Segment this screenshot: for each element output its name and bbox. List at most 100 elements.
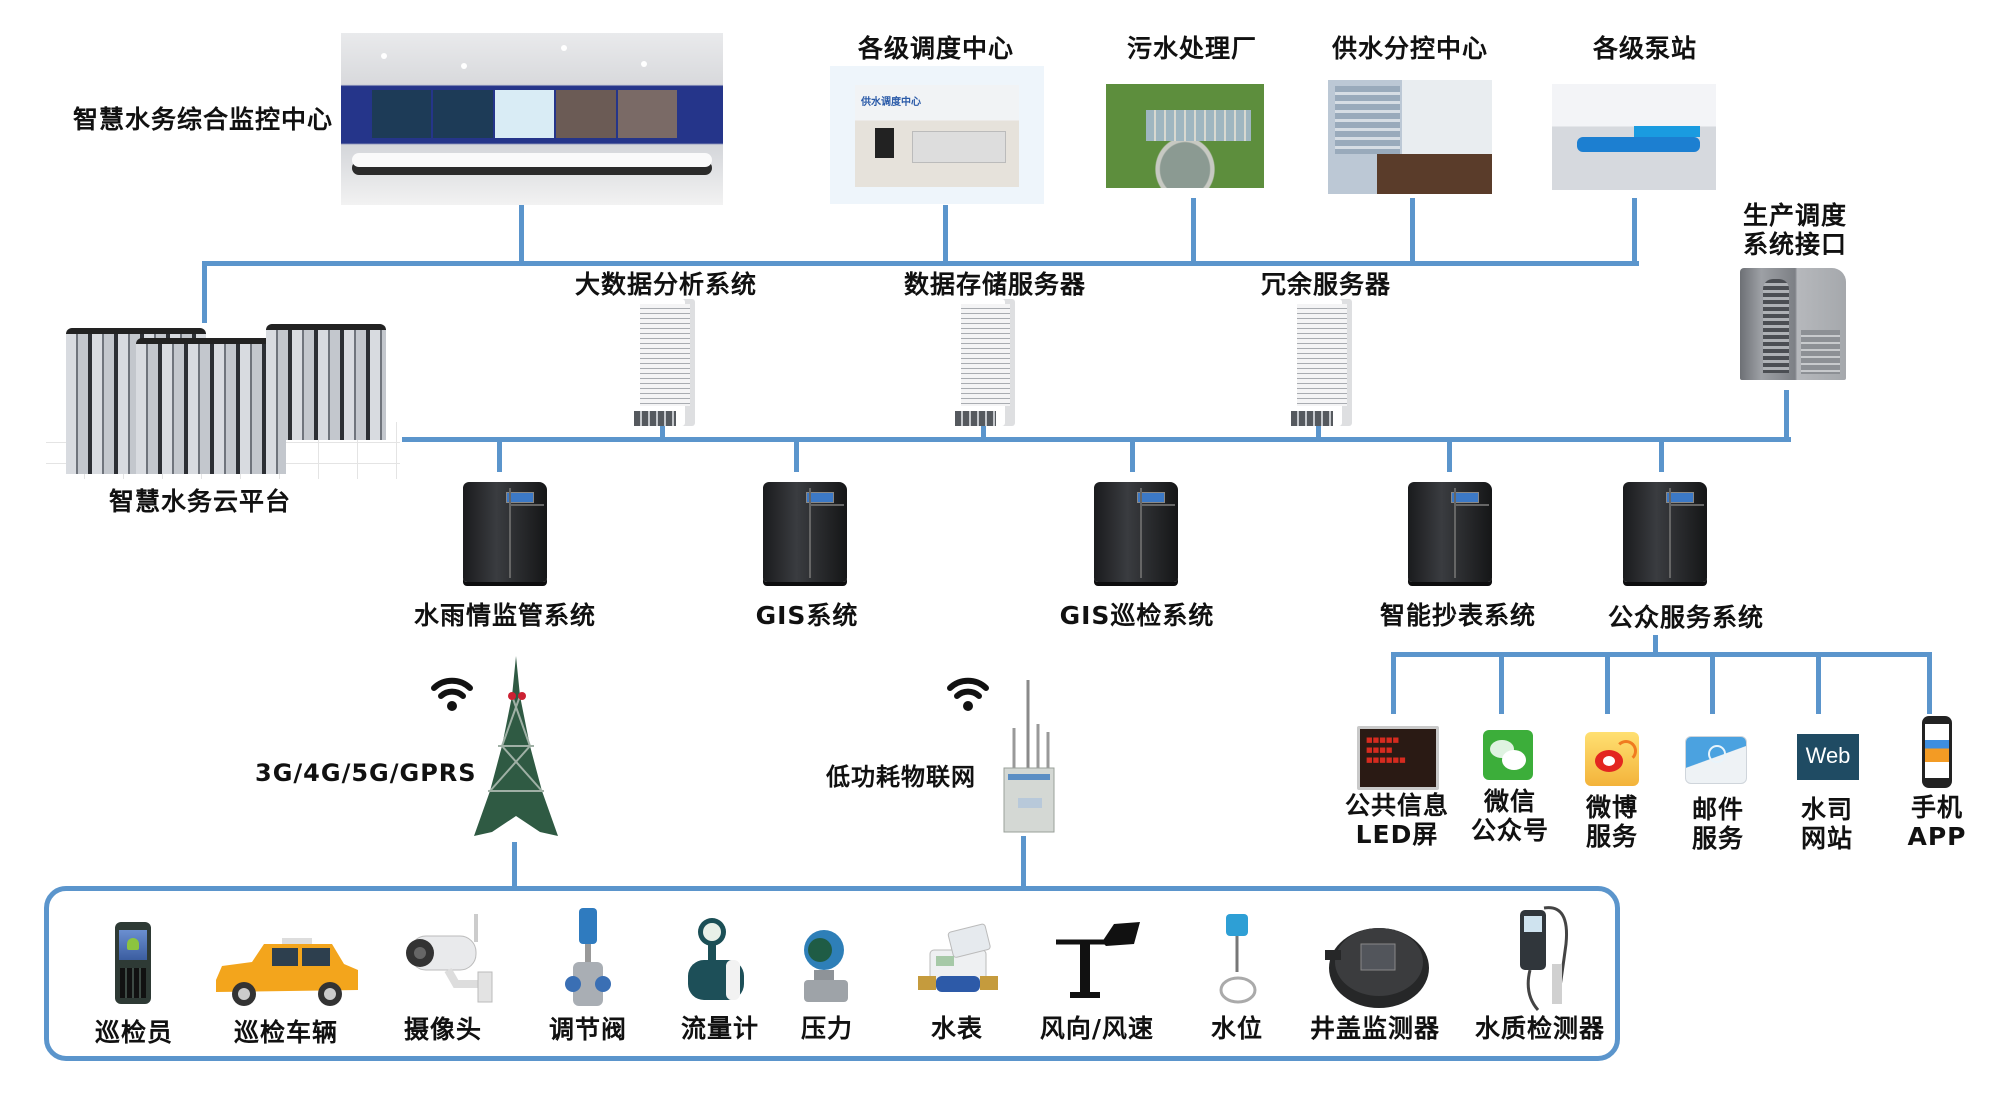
cloud-platform-label: 智慧水务云平台 [108, 487, 292, 516]
patrol-vehicle-icon [216, 938, 358, 1006]
camera-icon [406, 914, 493, 1003]
subsystem-label-meter-reading: 智能抄表系统 [1379, 601, 1537, 630]
wifi-icon [947, 677, 989, 711]
bigdata-link-line [660, 426, 665, 439]
monitoring-drop-line [519, 205, 524, 263]
public-drop-email [1710, 652, 1715, 714]
production-interface-label: 生产调度 系统接口 [1743, 201, 1847, 260]
hydro-rain-server-icon [463, 482, 547, 582]
subsystem-drop-4 [1447, 440, 1452, 472]
cellular-to-field-line [512, 842, 517, 890]
cloud-platform-cluster-image [46, 322, 400, 479]
wind-vane-icon [1056, 922, 1140, 998]
wechat-line2: 公众号 [1470, 815, 1550, 845]
meter-reading-server-icon [1408, 482, 1492, 582]
field-device-label: 调节阀 [548, 1015, 628, 1044]
public-service-server-icon [1623, 482, 1707, 582]
manhole-monitor-icon [1325, 928, 1429, 1008]
weibo-icon [1585, 732, 1639, 786]
email-line2: 服务 [1691, 823, 1745, 853]
public-branch-bus [1391, 652, 1932, 657]
core-server-label-bigdata: 大数据分析系统 [574, 270, 758, 299]
email-icon [1685, 736, 1747, 784]
field-device-label: 摄像头 [403, 1015, 483, 1044]
cellular-network-label: 3G/4G/5G/GPRS [255, 759, 477, 787]
site-label-subcontrol: 供水分控中心 [1331, 34, 1489, 63]
subsystem-drop-2 [794, 440, 799, 472]
field-device-label: 流量计 [680, 1014, 760, 1043]
monitoring-center-photo [341, 33, 723, 205]
weibo-line2: 服务 [1585, 821, 1639, 851]
bigdata-server-icon [630, 299, 695, 427]
field-device-label: 水位 [1210, 1014, 1264, 1043]
cell-tower-icon [474, 656, 558, 836]
sewage-plant-photo [1106, 84, 1264, 188]
core-server-label-storage: 数据存储服务器 [903, 270, 1087, 299]
public-service-label-web: 水司网站 [1800, 795, 1854, 854]
public-drop-led [1391, 652, 1396, 714]
site-label-dispatch: 各级调度中心 [857, 34, 1015, 63]
water-meter-icon [918, 923, 998, 992]
subsystem-label-gis: GIS系统 [755, 601, 859, 630]
gis-server-icon [763, 482, 847, 582]
field-device-label: 水质检测器 [1474, 1014, 1606, 1043]
production-interface-drop-line [1784, 390, 1789, 442]
public-drop-weibo [1605, 652, 1610, 714]
pump-drop-line [1632, 198, 1637, 263]
public-drop-wechat [1499, 652, 1504, 714]
app-line1: 手机 [1910, 793, 1963, 822]
dispatch-drop-line [943, 205, 948, 263]
upper-bus-line [202, 261, 1639, 266]
gis-patrol-server-icon [1094, 482, 1178, 582]
mobile-app-icon [1922, 716, 1952, 788]
weibo-line1: 微博 [1585, 793, 1639, 822]
redundant-server-icon [1287, 299, 1352, 427]
lower-bus-line [402, 437, 1791, 442]
storage-server-icon [951, 299, 1015, 427]
subsystem-drop-5 [1659, 440, 1664, 472]
water-quality-meter-icon [1520, 906, 1569, 1011]
dispatch-office-photo: 供水调度中心 [855, 85, 1019, 187]
field-device-label: 风向/风速 [1039, 1014, 1155, 1043]
field-device-label: 压力 [800, 1014, 854, 1043]
lpwan-network-label: 低功耗物联网 [826, 763, 976, 791]
pump-station-photo [1552, 84, 1716, 190]
monitoring-center-label: 智慧水务综合监控中心 [73, 105, 334, 134]
public-drop-app [1927, 652, 1932, 714]
public-service-label-wechat: 微信公众号 [1470, 787, 1550, 846]
site-label-pump: 各级泵站 [1592, 34, 1698, 63]
public-service-label-weibo: 微博服务 [1585, 793, 1639, 852]
led-line1: 公共信息 [1344, 791, 1450, 820]
wifi-icon [431, 677, 473, 711]
sub-control-room-photo [1328, 80, 1492, 194]
email-line1: 邮件 [1691, 795, 1745, 824]
wechat-line1: 微信 [1483, 787, 1537, 816]
handheld-terminal-icon [115, 922, 151, 1004]
web-line1: 水司 [1800, 795, 1854, 824]
dispatch-photo-frame: 供水调度中心 [830, 66, 1044, 204]
field-device-label: 井盖监测器 [1309, 1014, 1441, 1043]
subsystem-label-hydro-rain: 水雨情监管系统 [413, 601, 597, 630]
core-server-label-redundant: 冗余服务器 [1260, 270, 1392, 299]
led-line2: LED屏 [1355, 819, 1439, 849]
public-service-label-email: 邮件服务 [1691, 795, 1745, 854]
web-icon-text: Web [1805, 743, 1851, 768]
subsystem-label-gis-patrol: GIS巡检系统 [1059, 601, 1215, 630]
subsystem-drop-3 [1130, 440, 1135, 472]
field-device-label: 巡检员 [94, 1018, 174, 1047]
public-drop-web [1816, 652, 1821, 714]
iot-gateway-icon [1003, 680, 1055, 833]
lpwan-to-field-line [1021, 836, 1026, 890]
production-interface-server-icon [1740, 268, 1846, 380]
web-line2: 网站 [1800, 823, 1854, 853]
field-device-label: 水表 [930, 1014, 984, 1043]
subsystem-label-public-service: 公众服务系统 [1607, 603, 1765, 632]
field-device-label: 巡检车辆 [233, 1018, 339, 1047]
app-line2: APP [1907, 821, 1967, 851]
site-label-sewage: 污水处理厂 [1126, 34, 1258, 63]
public-branch-stem [1653, 635, 1658, 655]
subsystem-drop-1 [497, 440, 502, 472]
flow-meter-icon [688, 918, 744, 1000]
